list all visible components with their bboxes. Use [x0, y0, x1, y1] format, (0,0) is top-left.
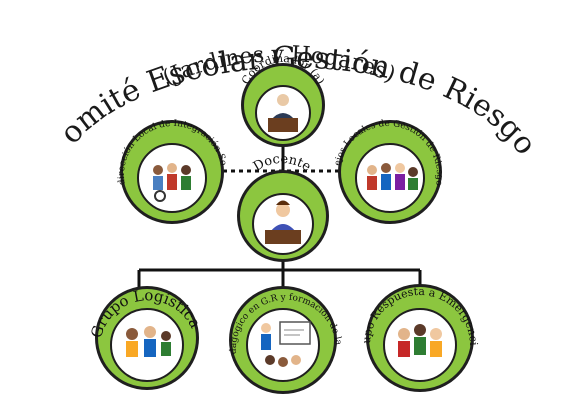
presentation-icon [261, 321, 311, 367]
council-group-icon [367, 163, 418, 190]
node-logistica: Grupo Logística [87, 286, 204, 390]
emergency-group-icon [398, 324, 442, 357]
community-group-icon [153, 163, 191, 202]
node-coordinador: Coordinador (a) [239, 52, 327, 147]
node-docente-label: Docente [251, 152, 314, 175]
teacher-figure-icon [265, 200, 301, 244]
node-docente: Docente [237, 152, 329, 262]
logistics-group-icon [126, 326, 171, 357]
coordinator-figure-icon [268, 94, 298, 132]
node-consejos: Consejos Locales de Gestión de Riesgos -… [0, 0, 444, 224]
